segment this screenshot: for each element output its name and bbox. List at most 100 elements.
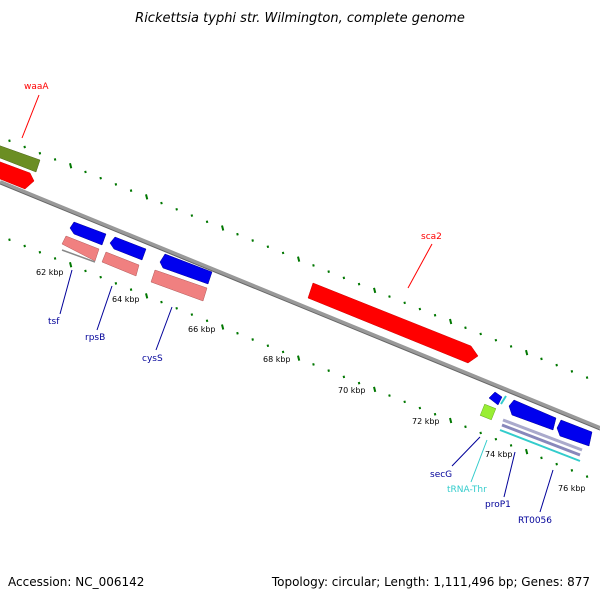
minor-tick xyxy=(357,282,361,286)
minor-tick xyxy=(251,239,254,242)
minor-tick xyxy=(585,376,589,379)
minor-tick xyxy=(418,406,422,410)
minor-tick xyxy=(114,183,118,186)
minor-tick xyxy=(312,264,315,267)
kbp-label: 76 kbp xyxy=(558,484,586,493)
small-blue-arrow[interactable] xyxy=(488,391,503,406)
outer-tick-row xyxy=(8,139,589,379)
rpsB-pink-feature[interactable] xyxy=(101,251,140,277)
rpsB-callout xyxy=(96,285,113,331)
gene-label-waaA[interactable]: waaA xyxy=(24,82,49,92)
kbp-label: 68 kbp xyxy=(263,355,291,364)
rpsB-blue-arrow[interactable] xyxy=(109,236,147,261)
sca2-callout xyxy=(407,243,433,289)
tsf-blue-arrow[interactable] xyxy=(69,221,107,246)
kbp-labels: 62 kbp 64 kbp 66 kbp 68 kbp 70 kbp 72 kb… xyxy=(36,268,586,493)
minor-tick xyxy=(236,331,239,335)
minor-tick xyxy=(251,338,254,341)
minor-tick xyxy=(464,425,467,429)
major-tick xyxy=(145,293,149,299)
gene-label-sca2[interactable]: sca2 xyxy=(421,232,442,242)
gene-label-tRNA-Thr[interactable]: tRNA-Thr xyxy=(447,485,487,495)
waaA-gene-arrow[interactable] xyxy=(0,160,35,190)
minor-tick xyxy=(281,251,285,255)
minor-tick xyxy=(327,270,330,273)
minor-tick xyxy=(555,462,558,466)
minor-tick xyxy=(84,170,87,174)
minor-tick xyxy=(38,151,42,155)
minor-tick xyxy=(555,363,558,367)
minor-tick xyxy=(266,344,270,348)
secG-callout xyxy=(451,436,481,467)
gene-labels: waaA sca2 tsf rpsB cysS secG tRNA-Thr pr… xyxy=(24,82,552,526)
tRNA-Thr-callout xyxy=(470,439,488,483)
forward-features xyxy=(0,144,479,364)
minor-tick xyxy=(8,139,11,143)
major-tick xyxy=(373,386,377,393)
major-tick xyxy=(449,417,453,424)
accession-text: Accession: NC_006142 xyxy=(8,575,144,589)
minor-tick xyxy=(190,313,194,316)
tsf-callout xyxy=(59,269,73,315)
tRNA-Thr-feature[interactable] xyxy=(500,395,507,405)
minor-tick xyxy=(160,300,163,304)
proP1-blue-arrow[interactable] xyxy=(508,399,557,431)
gene-label-cysS[interactable]: cysS xyxy=(142,354,163,364)
RT0056-blue-arrow[interactable] xyxy=(556,419,593,447)
genome-backbone-shade xyxy=(0,183,600,431)
minor-tick xyxy=(160,201,163,205)
kbp-label: 66 kbp xyxy=(188,325,216,334)
kbp-label: 72 kbp xyxy=(412,417,440,426)
tsf-pink-feature[interactable] xyxy=(61,235,100,262)
minor-tick xyxy=(175,306,178,310)
gene-label-rpsB[interactable]: rpsB xyxy=(85,333,105,343)
major-tick xyxy=(525,448,529,455)
major-tick xyxy=(69,162,73,169)
minor-tick xyxy=(99,176,102,180)
gene-label-tsf[interactable]: tsf xyxy=(48,317,60,327)
kbp-label: 70 kbp xyxy=(338,386,366,395)
inner-tick-row xyxy=(8,238,589,478)
waaA-olive-feature[interactable] xyxy=(0,144,41,173)
minor-tick xyxy=(403,400,406,404)
minor-tick xyxy=(570,469,574,472)
minor-tick xyxy=(570,370,574,373)
minor-tick xyxy=(388,394,391,397)
cysS-blue-arrow[interactable] xyxy=(159,253,213,285)
gene-label-proP1[interactable]: proP1 xyxy=(485,500,511,510)
minor-tick xyxy=(129,288,133,291)
sca2-gene-arrow[interactable] xyxy=(307,282,479,364)
kbp-label: 62 kbp xyxy=(36,268,64,277)
minor-tick xyxy=(357,381,361,385)
map-title: Rickettsia typhi str. Wilmington, comple… xyxy=(135,11,465,26)
minor-tick xyxy=(327,369,330,372)
minor-tick xyxy=(509,444,513,447)
cysS-callout xyxy=(155,306,173,351)
major-tick xyxy=(525,349,529,356)
major-tick xyxy=(373,287,377,294)
gene-label-RT0056[interactable]: RT0056 xyxy=(518,516,552,526)
major-tick xyxy=(449,318,453,325)
minor-tick xyxy=(464,326,467,330)
minor-tick xyxy=(342,276,346,280)
secG-lime-feature[interactable] xyxy=(479,403,497,421)
major-tick xyxy=(145,194,149,200)
gene-label-secG[interactable]: secG xyxy=(430,470,452,480)
minor-tick xyxy=(53,158,57,161)
minor-tick xyxy=(190,214,194,217)
RT0056-callout xyxy=(539,469,554,513)
gene-callouts xyxy=(21,94,554,513)
minor-tick xyxy=(175,207,178,211)
minor-tick xyxy=(494,338,498,342)
minor-tick xyxy=(312,363,315,366)
minor-tick xyxy=(205,220,209,224)
minor-tick xyxy=(129,189,133,192)
minor-tick xyxy=(585,475,589,478)
minor-tick xyxy=(388,295,391,298)
minor-tick xyxy=(433,313,437,317)
minor-tick xyxy=(540,357,543,361)
cysS-pink-feature[interactable] xyxy=(150,269,208,302)
minor-tick xyxy=(236,232,239,236)
reverse-features xyxy=(61,221,593,462)
minor-tick xyxy=(8,238,11,242)
